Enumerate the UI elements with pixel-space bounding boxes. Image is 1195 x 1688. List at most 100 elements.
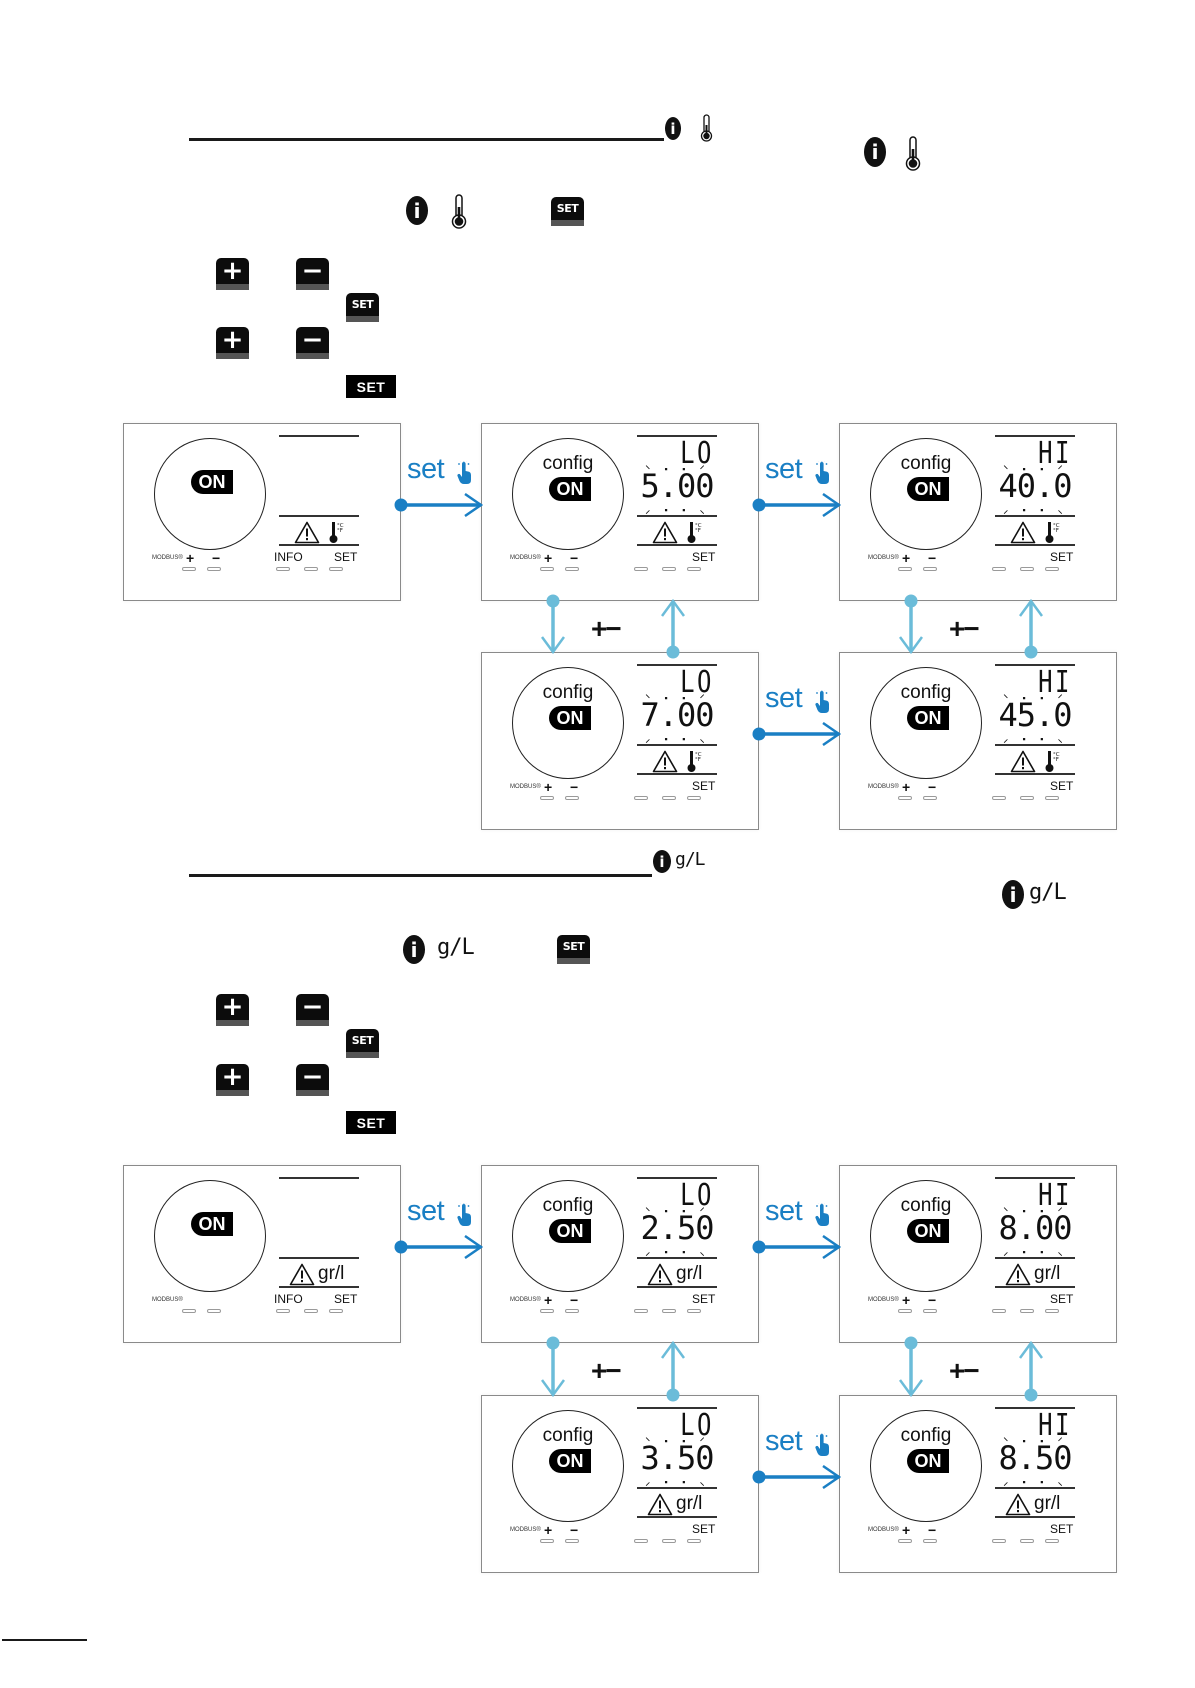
display-divider bbox=[637, 664, 717, 666]
touch-key-led bbox=[182, 567, 196, 571]
adjust-down-arrow bbox=[898, 594, 924, 664]
set-label: SET bbox=[1050, 1522, 1074, 1536]
adjust-step-label: +− bbox=[591, 1355, 622, 1386]
display-divider bbox=[995, 435, 1075, 437]
function-key-led bbox=[687, 1309, 701, 1313]
blink-marks: ⸝ ▪ ▪ ⸜ bbox=[645, 734, 711, 744]
setpoint-value: 8.00 bbox=[998, 1209, 1072, 1247]
set-label: SET bbox=[1050, 779, 1074, 793]
blink-marks: ⸌ ▪ ▪ ⸍ bbox=[1003, 1206, 1069, 1216]
adjust-up-arrow bbox=[1018, 1336, 1044, 1407]
display-divider bbox=[279, 1257, 359, 1259]
blink-marks: ⸝ ▪ ▪ ⸜ bbox=[1003, 505, 1069, 515]
warning-icon bbox=[1005, 1493, 1031, 1521]
function-key-led bbox=[329, 1309, 343, 1313]
config-label: config bbox=[900, 1195, 952, 1216]
function-key-led bbox=[276, 1309, 290, 1313]
plus-key-icon: + bbox=[216, 258, 249, 290]
info-icon: i bbox=[864, 137, 886, 167]
minus-key-icon: − bbox=[296, 327, 329, 359]
grams-per-liter-icon: g/L bbox=[675, 849, 705, 870]
display-divider bbox=[637, 1516, 717, 1518]
plus-key-icon: + bbox=[216, 1064, 249, 1096]
modbus-label: MODBUS® bbox=[868, 1527, 899, 1533]
svg-text:°C: °C bbox=[1053, 523, 1060, 529]
display-divider bbox=[637, 1177, 717, 1179]
temperature-unit-icon: °C°F bbox=[1045, 521, 1061, 550]
display-divider bbox=[995, 773, 1075, 775]
svg-text:°F: °F bbox=[695, 528, 701, 534]
tap-hand-icon bbox=[456, 458, 473, 490]
set-button-icon: SET bbox=[346, 375, 396, 398]
grams-per-liter-icon: g/L bbox=[437, 935, 475, 960]
blink-marks: ⸌ ▪ ▪ ⸍ bbox=[645, 1206, 711, 1216]
info-icon: i bbox=[406, 196, 428, 225]
display-divider bbox=[637, 1257, 717, 1259]
info-icon: i bbox=[653, 850, 671, 873]
setpoint-value: 5.00 bbox=[640, 467, 714, 505]
footer-rule bbox=[2, 1639, 87, 1641]
display-divider bbox=[279, 515, 359, 517]
display-divider bbox=[995, 744, 1075, 746]
config-label: config bbox=[542, 682, 594, 703]
setpoint-value: 7.00 bbox=[640, 696, 714, 734]
plus-label: + bbox=[902, 1522, 911, 1538]
blink-marks: ⸝ ▪ ▪ ⸜ bbox=[645, 1477, 711, 1487]
adjust-up-arrow bbox=[660, 594, 686, 664]
touch-key-led bbox=[207, 1309, 221, 1313]
thermometer-icon bbox=[905, 136, 921, 176]
blink-marks: ⸌ ▪ ▪ ⸍ bbox=[1003, 693, 1069, 703]
adjust-down-arrow bbox=[540, 1336, 566, 1407]
set-transition-arrow bbox=[394, 1234, 484, 1264]
setpoint-label: HI bbox=[1038, 1178, 1072, 1213]
tap-hand-icon bbox=[814, 1200, 831, 1232]
minus-label: − bbox=[570, 779, 579, 795]
function-key-led bbox=[687, 796, 701, 800]
salinity-unit-label: gr/l bbox=[318, 1263, 345, 1284]
adjust-down-arrow bbox=[540, 594, 566, 664]
set-label: SET bbox=[692, 779, 716, 793]
setpoint-value: 45.0 bbox=[998, 696, 1072, 734]
plus-label: + bbox=[544, 1292, 553, 1308]
config-label: config bbox=[900, 453, 952, 474]
minus-label: − bbox=[928, 550, 937, 566]
set-key-icon: SET bbox=[551, 197, 584, 226]
plus-key-icon: + bbox=[216, 994, 249, 1026]
svg-text:°F: °F bbox=[695, 757, 701, 763]
tap-hand-icon bbox=[814, 1430, 831, 1462]
blink-marks: ⸌ ▪ ▪ ⸍ bbox=[1003, 1436, 1069, 1446]
display-divider bbox=[995, 1516, 1075, 1518]
config-label: config bbox=[542, 1425, 594, 1446]
temperature-unit-icon: °C°F bbox=[329, 521, 345, 550]
info-icon: i bbox=[403, 935, 425, 964]
touch-key-led bbox=[565, 796, 579, 800]
touch-key-led bbox=[898, 1309, 912, 1313]
warning-icon bbox=[289, 1263, 315, 1291]
display-divider bbox=[995, 1177, 1075, 1179]
display-divider bbox=[279, 1286, 359, 1288]
set-key-icon: SET bbox=[346, 1029, 379, 1058]
modbus-label: MODBUS® bbox=[868, 784, 899, 790]
set-step-label: set bbox=[407, 1195, 445, 1227]
svg-text:°F: °F bbox=[1053, 757, 1059, 763]
touch-key-led bbox=[923, 567, 937, 571]
setpoint-label: LO bbox=[680, 1178, 714, 1213]
function-key-led bbox=[662, 567, 676, 571]
on-badge: ON bbox=[191, 470, 233, 494]
adjust-down-arrow bbox=[898, 1336, 924, 1407]
setpoint-label: HI bbox=[1038, 436, 1072, 471]
blink-marks: ⸝ ▪ ▪ ⸜ bbox=[1003, 734, 1069, 744]
function-key-led bbox=[304, 567, 318, 571]
temperature-unit-icon: °C°F bbox=[687, 521, 703, 550]
setpoint-label: HI bbox=[1038, 1408, 1072, 1443]
set-key-icon: SET bbox=[346, 293, 379, 322]
set-transition-arrow bbox=[752, 492, 842, 522]
modbus-label: MODBUS® bbox=[510, 784, 541, 790]
function-key-led bbox=[634, 796, 648, 800]
on-badge: ON bbox=[907, 1449, 949, 1473]
plus-label: + bbox=[544, 550, 553, 566]
